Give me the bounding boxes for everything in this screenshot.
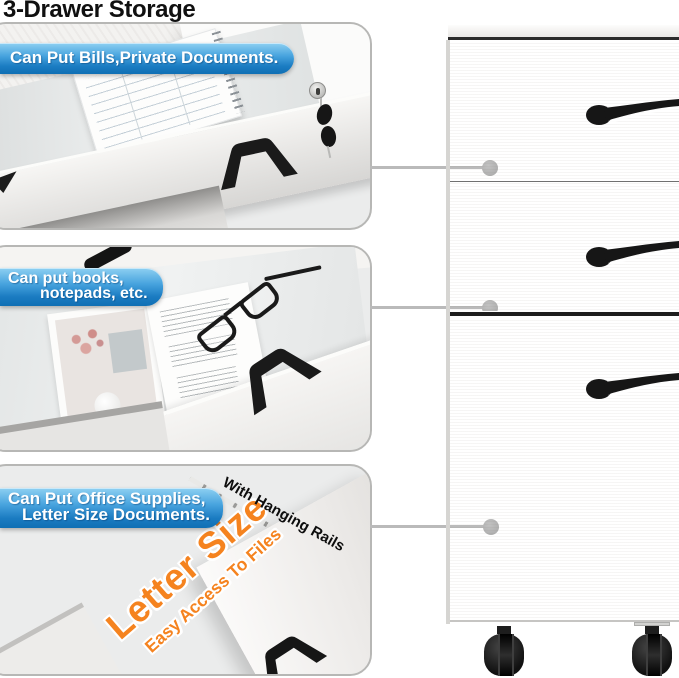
- drawer-handle-icon: [208, 122, 301, 200]
- cabinet-full-view: [446, 25, 679, 678]
- connector-line-drawer3: [370, 525, 486, 528]
- callout-books-notepads: Can put books, notepads, etc.: [0, 268, 163, 306]
- cabinet-drawer-1: [450, 43, 679, 182]
- callout-text-line1: Can Put Office Supplies,: [8, 489, 206, 508]
- callout-text-line1: Can put books,: [8, 270, 124, 287]
- panel-middle-drawer-photo: Can put books, notepads, etc.: [0, 245, 372, 452]
- page-title: 3-Drawer Storage: [3, 0, 196, 23]
- connector-dot-drawer1: [482, 160, 498, 176]
- callout-text: Can Put Bills,Private Documents.: [10, 48, 279, 67]
- callout-text-line2: notepads, etc.: [40, 285, 148, 302]
- cabinet-handle-icon: [584, 236, 679, 270]
- drawer-handle-icon: [244, 618, 332, 674]
- callout-text-line2: Letter Size Documents.: [22, 505, 210, 524]
- cabinet-drawer-3: [450, 320, 679, 622]
- lock-icon: [309, 82, 326, 99]
- cabinet-handle-icon: [584, 94, 679, 128]
- cabinet-top: [448, 25, 679, 40]
- cabinet-left-edge: [446, 40, 450, 624]
- panel-bottom-drawer-photo: With Hanging Rails Letter Size Easy Acce…: [0, 464, 372, 676]
- caster-mounting-plate: [634, 622, 670, 626]
- caster-wheel-icon: [631, 622, 673, 676]
- callout-office-supplies: Can Put Office Supplies, Letter Size Doc…: [0, 488, 223, 528]
- callout-bills-documents: Can Put Bills,Private Documents.: [0, 43, 295, 74]
- panel-top-drawer-photo: Can Put Bills,Private Documents.: [0, 22, 372, 230]
- cabinet-handle-icon: [584, 368, 679, 402]
- connector-line-drawer1: [370, 166, 484, 169]
- connector-dot-drawer3: [483, 519, 499, 535]
- caster-wheel-icon: [483, 626, 525, 676]
- connector-line-drawer2: [370, 306, 484, 309]
- drawer-handle-icon: [223, 325, 328, 424]
